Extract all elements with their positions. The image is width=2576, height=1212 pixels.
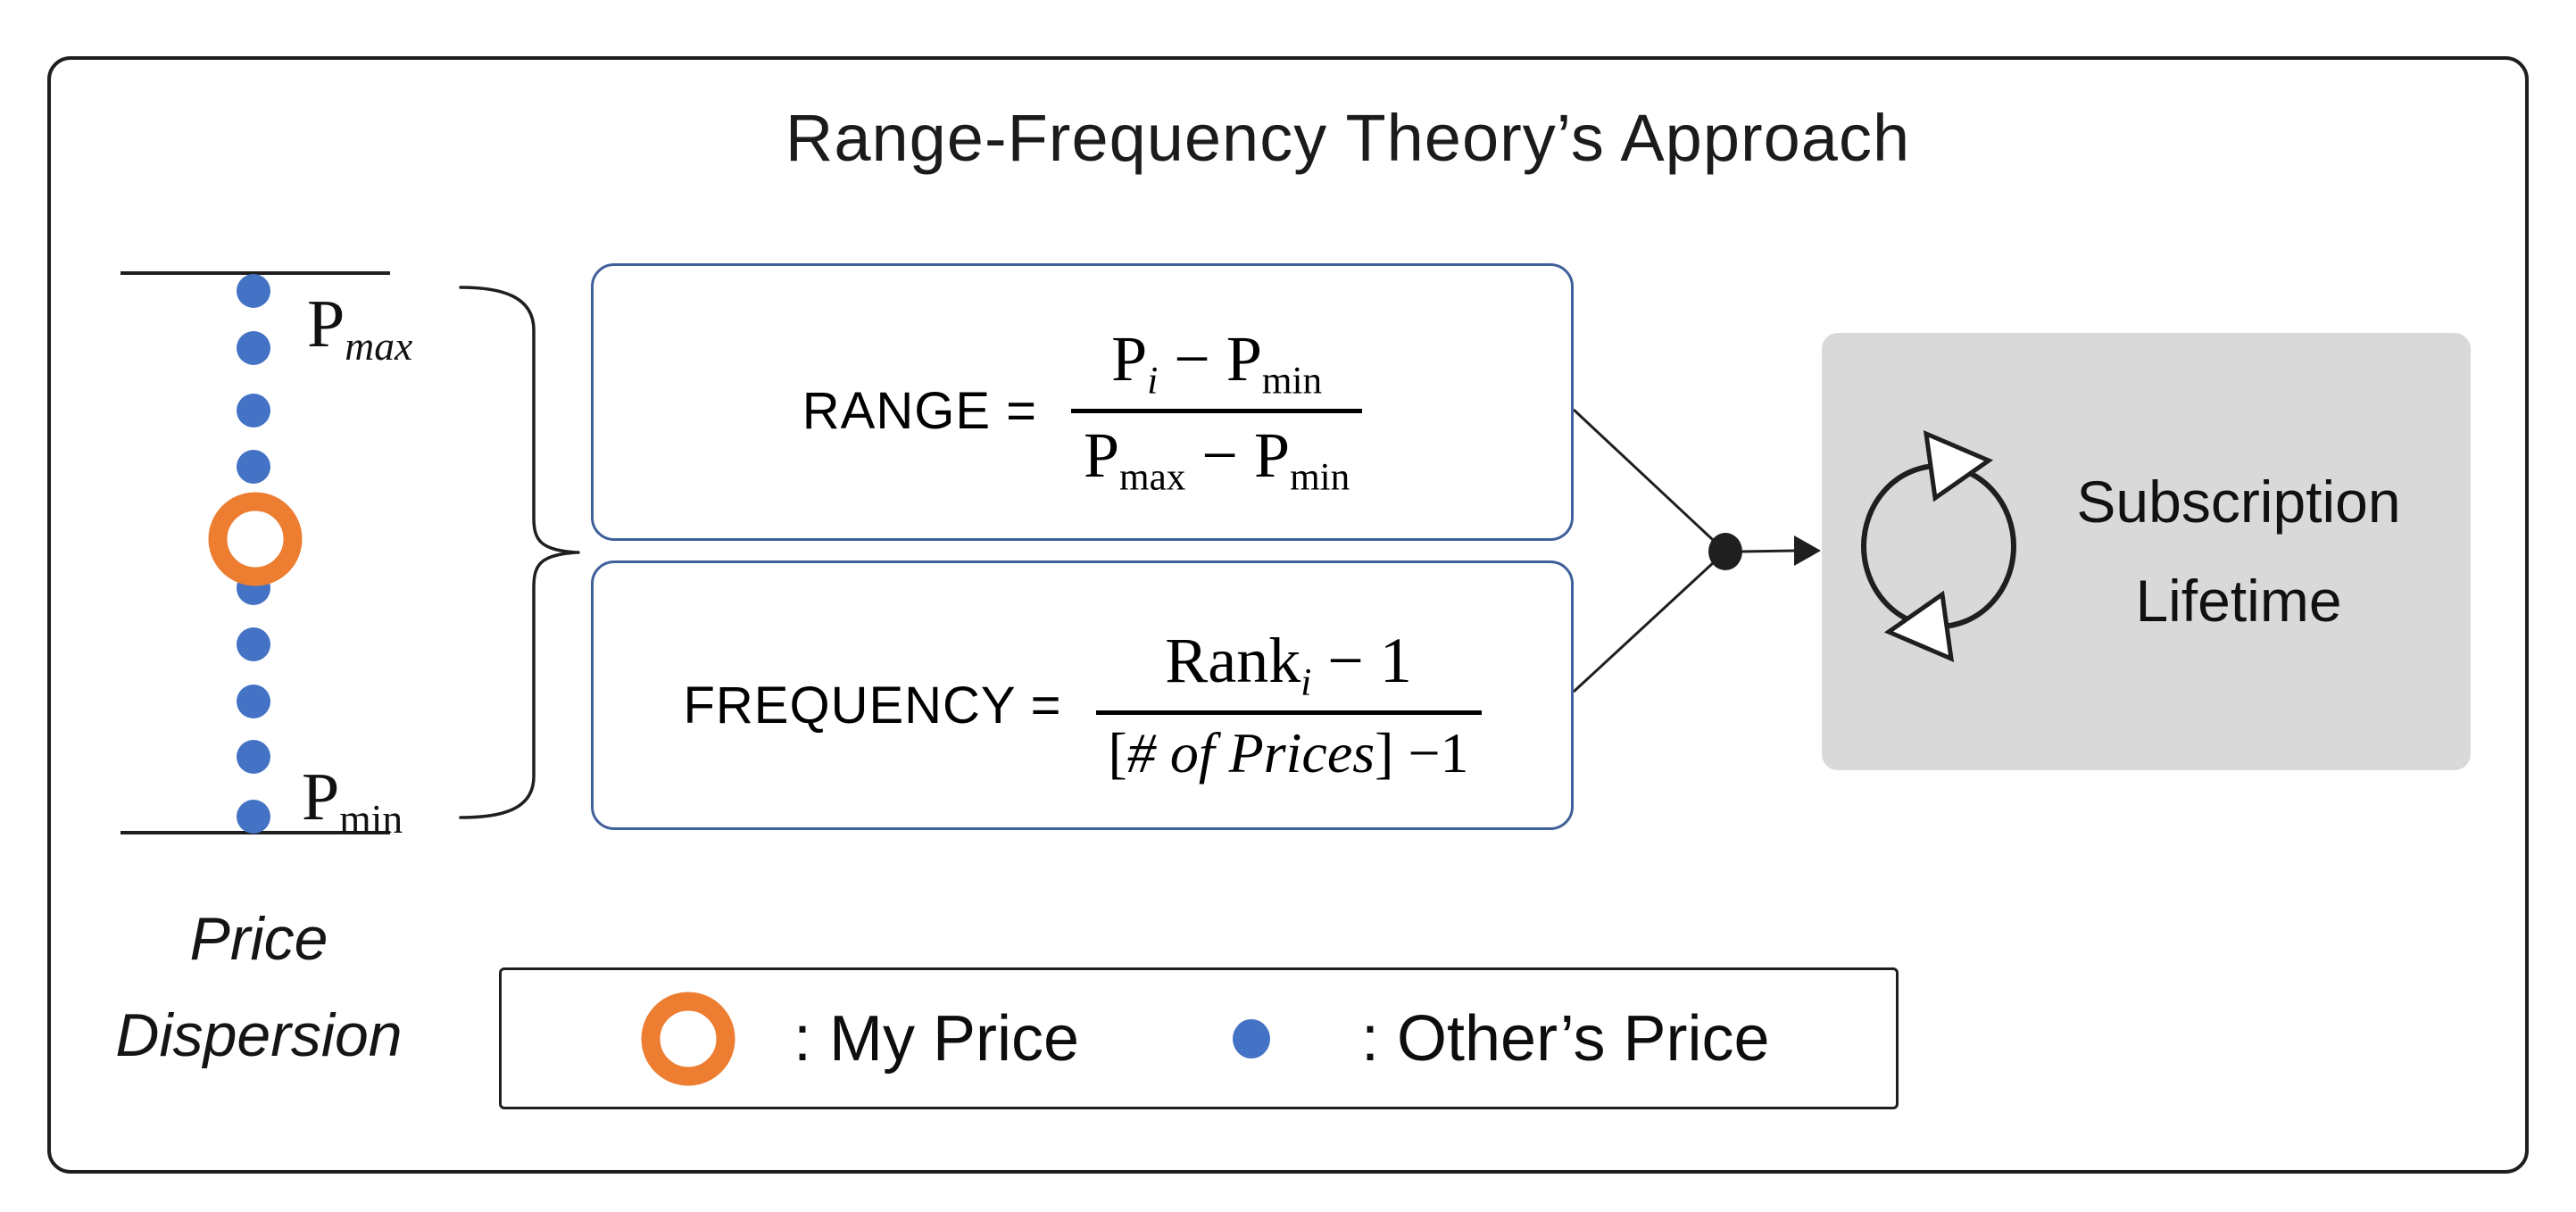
caption-line2: Dispersion (115, 1001, 403, 1069)
range-numerator: Pi − Pmin (1111, 323, 1323, 403)
legend-my-price-label: : My Price (794, 1002, 1080, 1075)
frequency-label: FREQUENCY = (683, 676, 1062, 735)
legend-others-price-label: : Other’s Price (1361, 1002, 1770, 1075)
range-denominator: Pmax − Pmin (1084, 419, 1350, 499)
frequency-numerator: Ranki − 1 (1165, 625, 1412, 704)
page-title: Range-Frequency Theory’s Approach (785, 101, 1911, 175)
frequency-fraction-bar (1095, 710, 1482, 716)
legend-box: : My Price : Other’s Price (499, 967, 1899, 1109)
outcome-line1: Subscription (2076, 469, 2401, 535)
caption-line1: Price (189, 905, 328, 973)
frequency-formula-box: FREQUENCY = Ranki − 1 [# of Prices] −1 (591, 560, 1574, 830)
price-dispersion-caption: Price Dispersion (54, 891, 464, 1083)
frequency-fraction: Ranki − 1 [# of Prices] −1 (1095, 624, 1482, 786)
range-fraction: Pi − Pmin Pmax − Pmin (1071, 322, 1363, 500)
pmin-label: Pmin (302, 760, 403, 843)
outcome-line2: Lifetime (2135, 568, 2342, 634)
range-label: RANGE = (802, 382, 1037, 440)
frequency-denominator: [# of Prices] −1 (1108, 721, 1469, 785)
subscription-lifetime-box: Subscription Lifetime (1822, 333, 2471, 770)
range-formula-box: RANGE = Pi − Pmin Pmax − Pmin (591, 263, 1574, 541)
my-price-ring-icon (641, 992, 735, 1085)
range-fraction-bar (1071, 409, 1363, 413)
subscription-lifetime-label: Subscription Lifetime (2014, 452, 2464, 651)
others-price-dot-icon (1233, 1018, 1270, 1058)
pmax-label: Pmax (307, 286, 413, 369)
